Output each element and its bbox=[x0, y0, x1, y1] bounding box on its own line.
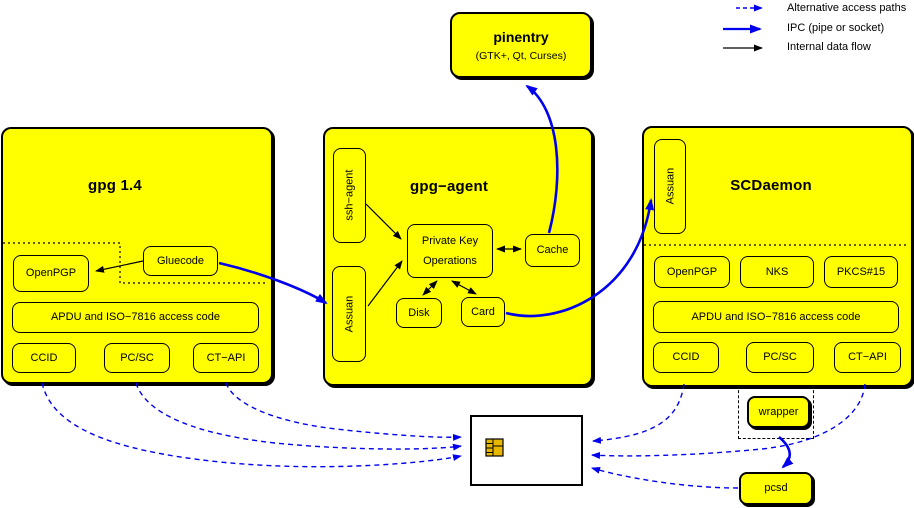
pinentry-box: pinentry (GTK+, Qt, Curses) bbox=[450, 12, 592, 78]
scd-pkcs15-box: PKCS#15 bbox=[824, 256, 898, 288]
agent-disk-label: Disk bbox=[408, 306, 430, 319]
alt-scd-ccid-to-card bbox=[592, 383, 685, 444]
scd-nks-label: NKS bbox=[765, 265, 789, 278]
gpg14-ccid-box: CCID bbox=[12, 343, 76, 373]
alt-gpg14-ctapi-to-card bbox=[225, 382, 462, 441]
scd-nks-box: NKS bbox=[740, 256, 814, 288]
agent-pko-line1: Private Key bbox=[421, 235, 479, 248]
smartcard bbox=[470, 415, 583, 486]
gpg14-gluecode-box: Gluecode bbox=[143, 246, 218, 276]
pcsd-box: pcsd bbox=[739, 472, 813, 505]
gpg14-ccid-label: CCID bbox=[30, 351, 58, 364]
scd-pkcs15-label: PKCS#15 bbox=[836, 265, 886, 278]
agent-cache-box: Cache bbox=[525, 234, 580, 267]
agent-ssh-agent-box: ssh−agent bbox=[333, 148, 366, 243]
gpg14-ctapi-box: CT−API bbox=[193, 343, 259, 373]
agent-assuan-box: Assuan bbox=[332, 266, 366, 362]
scd-ctapi-label: CT−API bbox=[848, 351, 887, 364]
alt-pcsd-to-card bbox=[591, 466, 739, 489]
alt-gpg14-ccid-to-card bbox=[41, 382, 462, 468]
scd-ccid-box: CCID bbox=[653, 342, 719, 373]
gpg14-gluecode-label: Gluecode bbox=[156, 254, 205, 267]
agent-ssh-agent-label: ssh−agent bbox=[343, 169, 356, 222]
gpg14-title: gpg 1.4 bbox=[88, 177, 142, 194]
alt-gpg14-pcsc-to-card bbox=[135, 382, 462, 451]
agent-card-box: Card bbox=[461, 297, 505, 327]
scdaemon-title: SCDaemon bbox=[730, 177, 812, 194]
scd-apdu-box: APDU and ISO−7816 access code bbox=[653, 301, 899, 333]
agent-private-key-operations-box: Private Key Operations bbox=[407, 224, 493, 278]
gpg14-apdu-box: APDU and ISO−7816 access code bbox=[12, 302, 259, 333]
gpg14-openpgp-label: OpenPGP bbox=[25, 267, 77, 280]
pinentry-subtitle: (GTK+, Qt, Curses) bbox=[475, 49, 567, 62]
scd-assuan-label: Assuan bbox=[663, 168, 676, 205]
wrapper-label: wrapper bbox=[758, 405, 799, 418]
scd-pcsc-box: PC/SC bbox=[746, 342, 814, 373]
scd-assuan-box: Assuan bbox=[654, 139, 686, 234]
gpg-agent-title: gpg−agent bbox=[409, 178, 489, 195]
gpg14-pcsc-box: PC/SC bbox=[104, 343, 170, 373]
pcsd-label: pcsd bbox=[764, 482, 788, 495]
agent-pko-line2: Operations bbox=[423, 254, 477, 267]
gpg14-apdu-label: APDU and ISO−7816 access code bbox=[50, 311, 221, 324]
ipc-wrapper-to-pcsd bbox=[778, 436, 794, 469]
gpg14-ctapi-label: CT−API bbox=[206, 351, 246, 364]
scd-ctapi-box: CT−API bbox=[834, 342, 901, 373]
wrapper-box: wrapper bbox=[747, 396, 810, 428]
agent-card-label: Card bbox=[471, 305, 495, 318]
scd-ccid-label: CCID bbox=[672, 351, 700, 364]
scd-apdu-label: APDU and ISO−7816 access code bbox=[691, 310, 861, 323]
scd-openpgp-box: OpenPGP bbox=[654, 256, 730, 288]
pinentry-title: pinentry bbox=[493, 28, 549, 45]
legend-alternative-label: Alternative access paths bbox=[787, 2, 907, 14]
agent-cache-label: Cache bbox=[536, 244, 569, 257]
agent-assuan-label: Assuan bbox=[342, 295, 355, 333]
gpg14-openpgp-box: OpenPGP bbox=[13, 255, 89, 292]
alt-scd-ctapi-to-card bbox=[591, 383, 866, 459]
legend-ipc-label: IPC (pipe or socket) bbox=[787, 22, 885, 34]
scd-openpgp-label: OpenPGP bbox=[666, 265, 718, 278]
scd-pcsc-label: PC/SC bbox=[763, 351, 797, 364]
agent-disk-box: Disk bbox=[396, 298, 442, 328]
legend-internal-label: Internal data flow bbox=[787, 41, 871, 53]
gpg14-pcsc-label: PC/SC bbox=[120, 351, 154, 364]
